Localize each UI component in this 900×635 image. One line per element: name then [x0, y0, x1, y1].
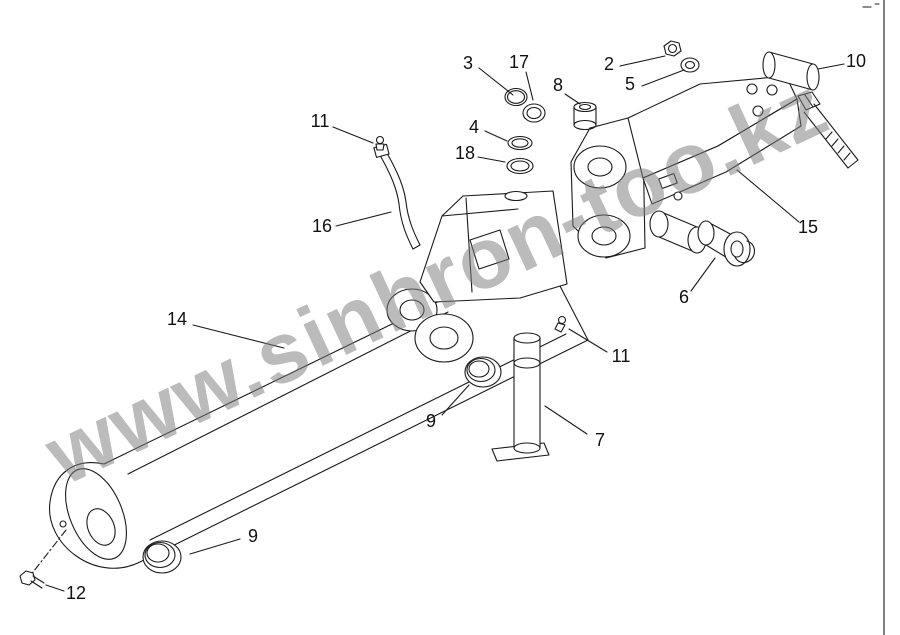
part-18-ring	[506, 157, 534, 175]
part-6-roller	[697, 220, 756, 267]
hex-bolt	[797, 91, 859, 169]
part-11-grease-nipple-mid	[554, 315, 567, 333]
part-9-bushing-mid	[464, 356, 502, 388]
callout-9-bottom: 9	[247, 526, 259, 546]
callout-12: 12	[65, 583, 87, 603]
part-4-seal	[507, 135, 533, 151]
part-8-cap	[573, 101, 597, 131]
callout-15: 15	[797, 217, 819, 237]
part-11-grease-nipple-top	[375, 135, 385, 151]
part-16-pipe	[373, 143, 421, 250]
cylinder-bracket	[419, 190, 568, 303]
callout-5: 5	[624, 74, 636, 94]
callout-17: 17	[508, 52, 530, 72]
part-2-nut	[663, 40, 682, 57]
head-bracket-assembly	[570, 75, 802, 259]
callout-7: 7	[594, 430, 606, 450]
callout-6: 6	[678, 287, 690, 307]
page-frame	[862, 0, 885, 635]
callout-11-top: 11	[310, 111, 330, 131]
boom-pivot-boss	[386, 288, 474, 363]
callout-3: 3	[462, 53, 474, 73]
callout-18: 18	[454, 143, 476, 163]
callout-4: 4	[468, 117, 480, 137]
leader-lines	[45, 55, 845, 592]
callout-11-mid: 11	[611, 346, 631, 366]
part-14-boom	[49, 285, 589, 569]
part-9-bushing-bottom	[142, 540, 182, 574]
part-5-washer	[680, 57, 700, 73]
callout-2: 2	[603, 54, 615, 74]
part-7-pin	[491, 332, 550, 462]
callout-10: 10	[845, 51, 867, 71]
part-12-screw	[19, 529, 67, 589]
part-10-pin	[762, 51, 820, 91]
part-17-oring	[522, 103, 546, 123]
callout-8: 8	[552, 75, 564, 95]
callout-16: 16	[311, 216, 333, 236]
callout-9-mid: 9	[425, 411, 437, 431]
callout-14: 14	[166, 309, 188, 329]
